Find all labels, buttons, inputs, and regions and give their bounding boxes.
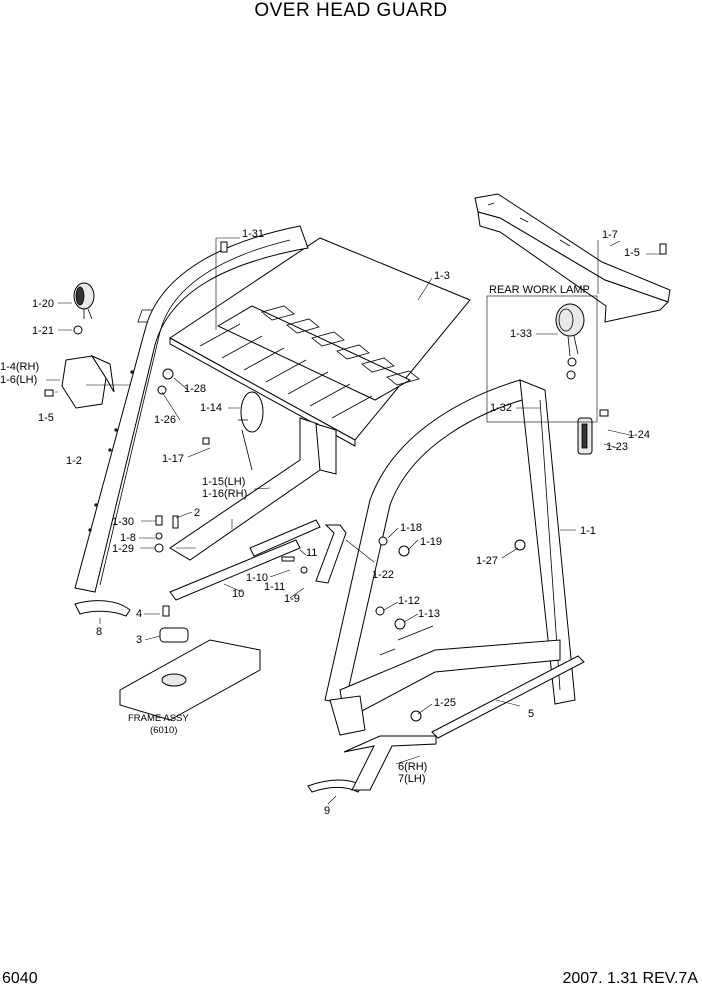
washer-1-21	[73, 325, 83, 335]
revision-stamp: 2007. 1.31 REV.7A	[562, 970, 698, 987]
callout-1-10: 1-10	[246, 572, 268, 584]
callout-1-7: 1-7	[602, 229, 618, 241]
callout-10: 10	[232, 588, 244, 600]
mirror	[238, 391, 264, 471]
callout-1-15: 1-15(LH)	[202, 476, 245, 488]
callout-1-6: 1-6(LH)	[0, 374, 37, 386]
callout-1-30: 1-30	[112, 516, 134, 528]
bar-10	[169, 539, 301, 601]
label-rear-work-lamp: REAR WORK LAMP	[489, 284, 590, 296]
callout-1-33: 1-33	[510, 328, 532, 340]
pad-6-7	[343, 735, 437, 791]
callout-1-4: 1-4(RH)	[0, 361, 39, 373]
callout-3: 3	[136, 634, 142, 646]
callout-9: 9	[324, 805, 330, 817]
front-lamp	[73, 282, 95, 320]
callout-1-8: 1-8	[120, 532, 136, 544]
callout-8: 8	[96, 626, 102, 638]
callout-1-22: 1-22	[372, 569, 394, 581]
callout-1-12: 1-12	[398, 595, 420, 607]
callout-11: 11	[306, 547, 317, 559]
roof-panel	[137, 237, 471, 447]
grab-handle	[315, 524, 347, 584]
fasteners	[44, 241, 667, 722]
callout-5: 5	[528, 708, 534, 720]
callout-1-32: 1-32	[490, 402, 512, 414]
callout-1-23: 1-23	[606, 441, 628, 453]
callout-1-9: 1-9	[284, 593, 300, 605]
support-tube	[169, 417, 337, 561]
callout-2: 2	[194, 507, 200, 519]
label-frame-assy: FRAME ASSY	[128, 713, 189, 724]
callout-1-19: 1-19	[420, 536, 442, 548]
frame-assembly	[119, 627, 261, 721]
callout-1-1: 1-1	[580, 525, 596, 537]
pad-8	[74, 600, 131, 617]
callout-1-18: 1-18	[400, 522, 422, 534]
callout-1-17: 1-17	[162, 453, 184, 465]
callout-6: 6(RH)	[398, 761, 427, 773]
leader-lines	[46, 237, 660, 805]
page-title: OVER HEAD GUARD	[254, 0, 448, 21]
callout-1-14: 1-14	[200, 402, 222, 414]
callout-1-5a: 1-5	[38, 412, 54, 424]
bar-11	[249, 519, 321, 557]
callout-7: 7(LH)	[398, 773, 426, 785]
callout-1-16: 1-16(RH)	[202, 488, 247, 500]
page-number: 6040	[2, 970, 38, 987]
rear-work-lamp-box	[486, 295, 598, 423]
callout-1-27: 1-27	[476, 555, 498, 567]
callout-1-5b: 1-5	[624, 247, 640, 259]
rear-pillar-assembly	[324, 379, 576, 736]
rear-work-lamp	[555, 303, 585, 380]
callout-4: 4	[136, 608, 142, 620]
callout-1-24: 1-24	[628, 429, 650, 441]
front-pillar	[74, 225, 309, 593]
callout-1-26: 1-26	[154, 414, 176, 426]
callout-1-13: 1-13	[418, 608, 440, 620]
callout-1-29: 1-29	[112, 543, 134, 555]
callout-1-31: 1-31	[242, 228, 264, 240]
rear-rail	[474, 193, 671, 323]
callout-1-20: 1-20	[32, 298, 54, 310]
pad-9	[307, 779, 363, 793]
callout-1-28: 1-28	[184, 383, 206, 395]
rear-lamp	[577, 417, 593, 455]
callout-1-21: 1-21	[32, 325, 54, 337]
callout-labels: REAR WORK LAMP FRAME ASSY (6010) 1-31 1-…	[0, 228, 650, 817]
callout-1-11: 1-11	[264, 581, 285, 593]
lamp-bracket	[61, 354, 115, 409]
callout-1-25: 1-25	[434, 697, 456, 709]
callout-1-2: 1-2	[66, 455, 82, 467]
callout-1-3: 1-3	[434, 270, 450, 282]
label-frame-ref: (6010)	[150, 725, 177, 736]
